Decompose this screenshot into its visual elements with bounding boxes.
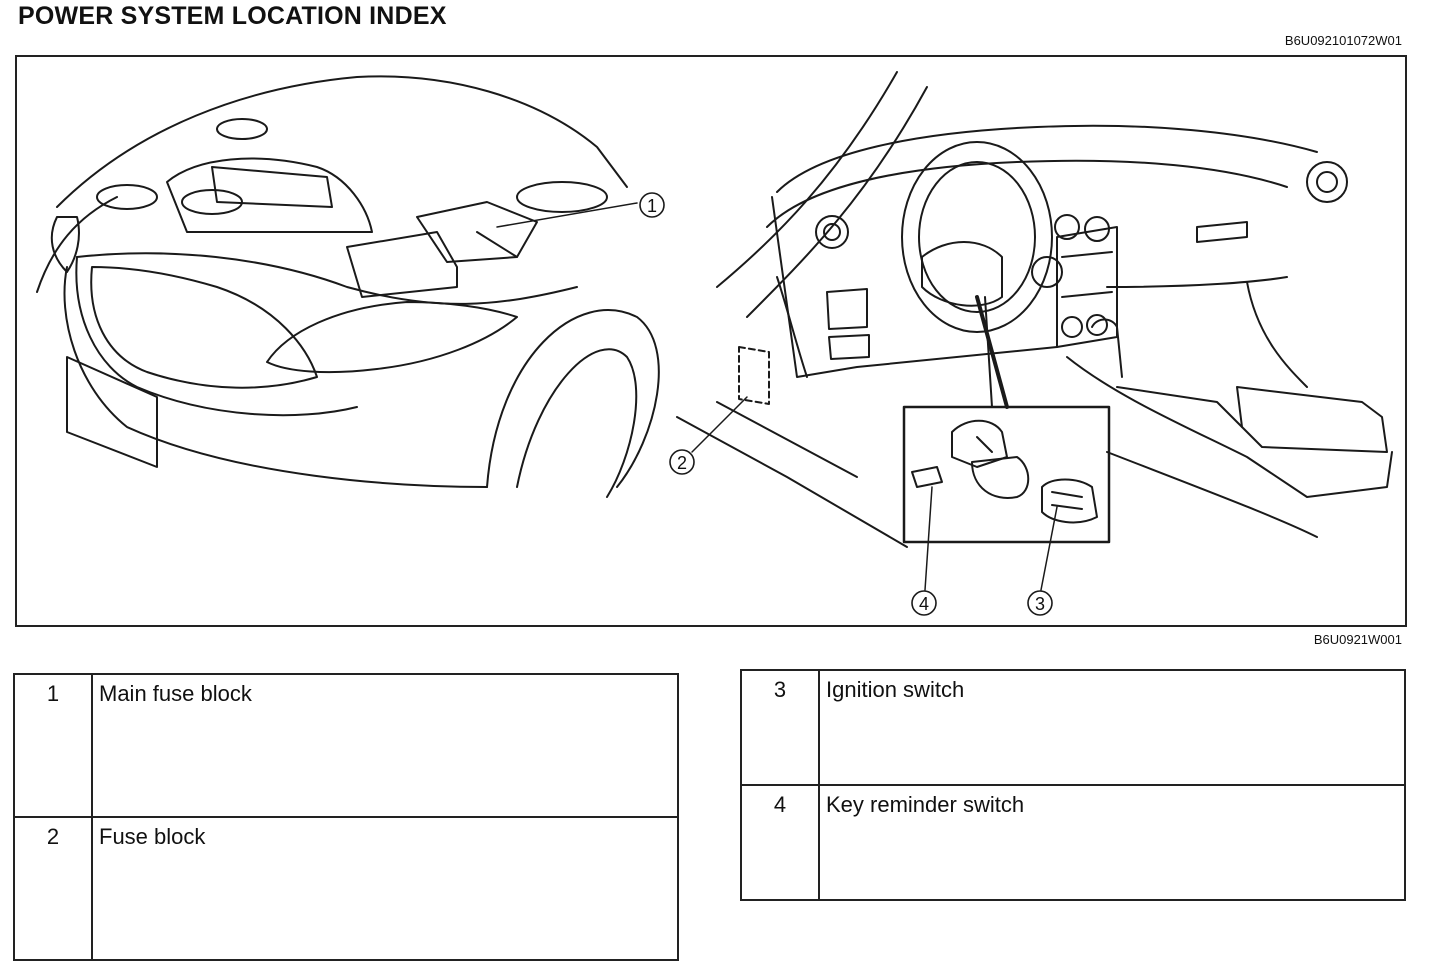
item-number: 4 (740, 784, 820, 901)
item-number: 1 (13, 673, 93, 818)
item-label: Main fuse block (91, 673, 679, 818)
item-label: Key reminder switch (818, 784, 1406, 901)
table-row: 4 Key reminder switch (740, 784, 1406, 901)
table-row: 1 Main fuse block (13, 673, 679, 818)
callout-1: 1 (639, 192, 665, 218)
item-number: 3 (740, 669, 820, 786)
page-title: POWER SYSTEM LOCATION INDEX (18, 2, 447, 30)
table-row: 2 Fuse block (13, 816, 679, 961)
illustration-svg: 1 2 3 4 (36, 71, 1393, 616)
figure-id: B6U0921W001 (1313, 632, 1402, 647)
engine-compartment-drawing (36, 75, 660, 498)
callout-leaders (496, 202, 1058, 591)
callout-2: 2 (669, 449, 695, 475)
svg-text:3: 3 (1035, 594, 1045, 614)
document-id: B6U092101072W01 (1284, 33, 1402, 48)
callout-4: 4 (911, 590, 937, 616)
index-table-right: 3 Ignition switch 4 Key reminder switch (740, 669, 1406, 901)
location-illustration: 1 2 3 4 (15, 55, 1407, 627)
svg-text:2: 2 (677, 453, 687, 473)
index-table-left: 1 Main fuse block 2 Fuse block (13, 673, 679, 961)
svg-text:1: 1 (647, 196, 657, 216)
table-row: 3 Ignition switch (740, 669, 1406, 786)
svg-text:4: 4 (919, 594, 929, 614)
item-label: Ignition switch (818, 669, 1406, 786)
dashboard-drawing (676, 71, 1393, 548)
callout-3: 3 (1027, 590, 1053, 616)
ignition-switch-detail (902, 405, 1111, 544)
item-number: 2 (13, 816, 93, 961)
item-label: Fuse block (91, 816, 679, 961)
